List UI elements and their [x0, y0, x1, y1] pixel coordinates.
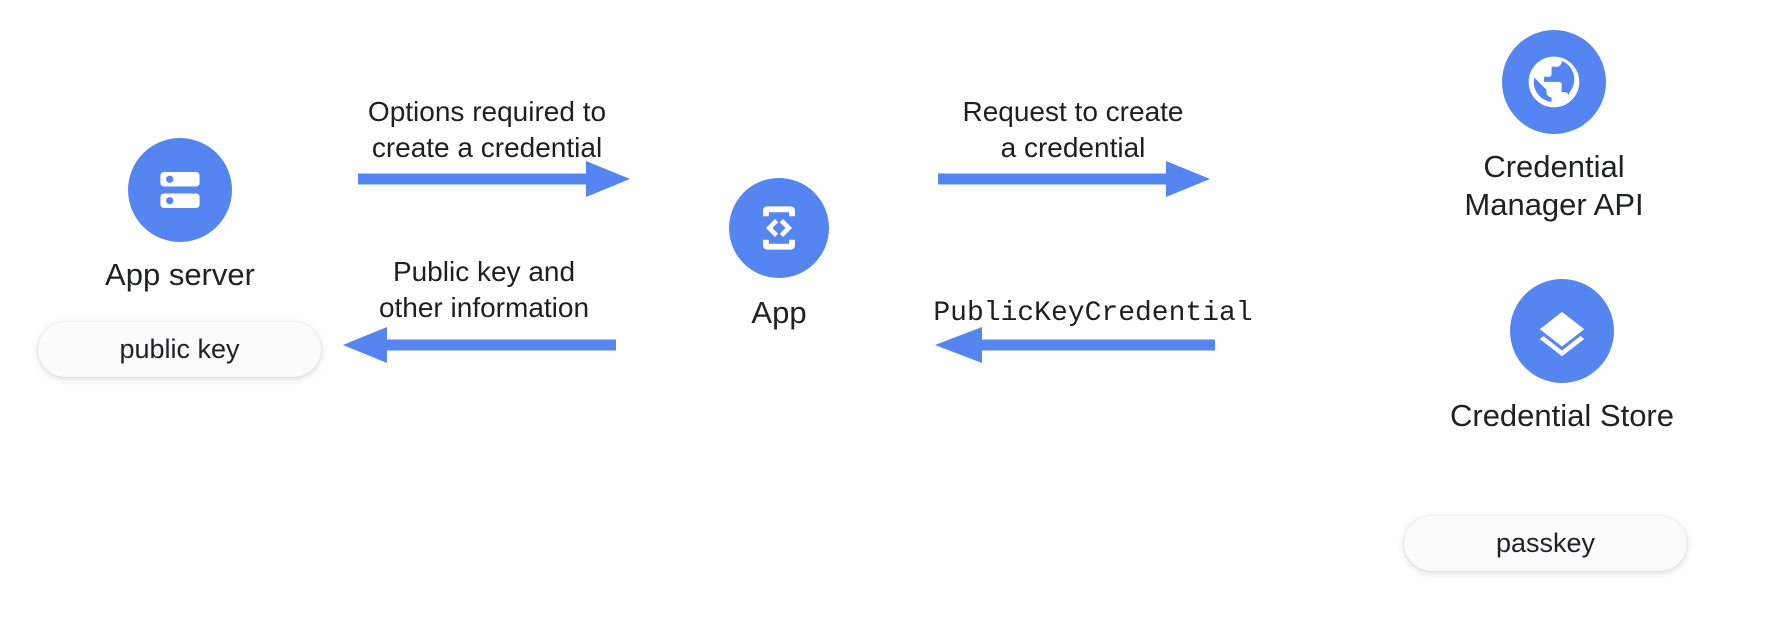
node-credential-store-label: Credential Store [1449, 398, 1674, 433]
arrow-label-publickeycredential: PublicKeyCredential [933, 298, 1253, 329]
chip-passkey-label: passkey [1495, 528, 1596, 558]
layers-stack-icon [1510, 279, 1614, 383]
arrow-server-to-app [358, 157, 630, 201]
arrow-app-to-credential-manager-api [938, 157, 1210, 201]
chip-passkey: passkey [1404, 516, 1687, 571]
arrow-label-options-required: Options required to create a credential [367, 96, 607, 163]
chip-public-key: public key [38, 322, 321, 377]
node-app-server-label: App server [105, 257, 255, 292]
app-code-phone-icon [729, 178, 829, 278]
server-icon [128, 138, 232, 242]
node-app-server: App server [104, 138, 256, 294]
globe-public-icon [1502, 30, 1606, 134]
node-app: App [727, 178, 831, 332]
arrow-label-request-to-create: Request to create a credential [962, 96, 1184, 163]
arrow-credential-store-to-app [932, 323, 1215, 367]
node-app-label: App [751, 295, 807, 330]
node-credential-manager-api: Credential Manager API [1464, 30, 1644, 224]
node-credential-manager-api-label: Credential Manager API [1464, 149, 1644, 222]
chip-public-key-label: public key [119, 334, 240, 364]
node-credential-store: Credential Store [1450, 279, 1674, 435]
arrow-label-public-key-and-other-info: Public key and other information [378, 256, 590, 323]
arrow-app-to-server [341, 323, 616, 367]
